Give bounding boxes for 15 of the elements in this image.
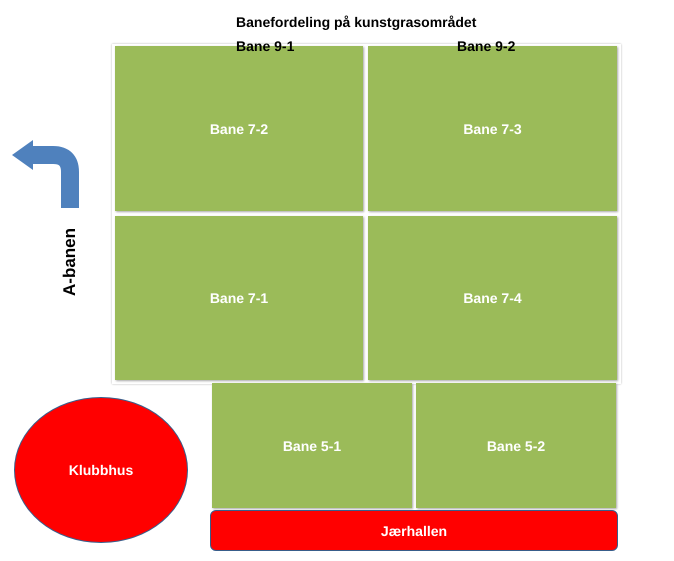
diagram-title: Banefordeling på kunstgrasområdet (236, 14, 476, 30)
area-label: Bane 5-2 (486, 438, 546, 454)
pitch-area (368, 216, 617, 380)
pitch-area (416, 383, 616, 508)
area-label: Bane 7-2 (210, 120, 268, 136)
area-label: Bane 7-1 (210, 290, 268, 306)
area-label: Jærhallen (380, 522, 448, 538)
pitch-area (212, 383, 412, 508)
area-label: Bane 7-3 (463, 120, 522, 136)
area-label: Klubbhus (68, 462, 134, 478)
area-label: Bane 7-4 (463, 290, 522, 306)
direction-label: A-banen (60, 228, 80, 296)
pitch-area (115, 216, 363, 380)
area-label: Bane 5-1 (282, 438, 342, 454)
hall-bar (210, 510, 618, 551)
